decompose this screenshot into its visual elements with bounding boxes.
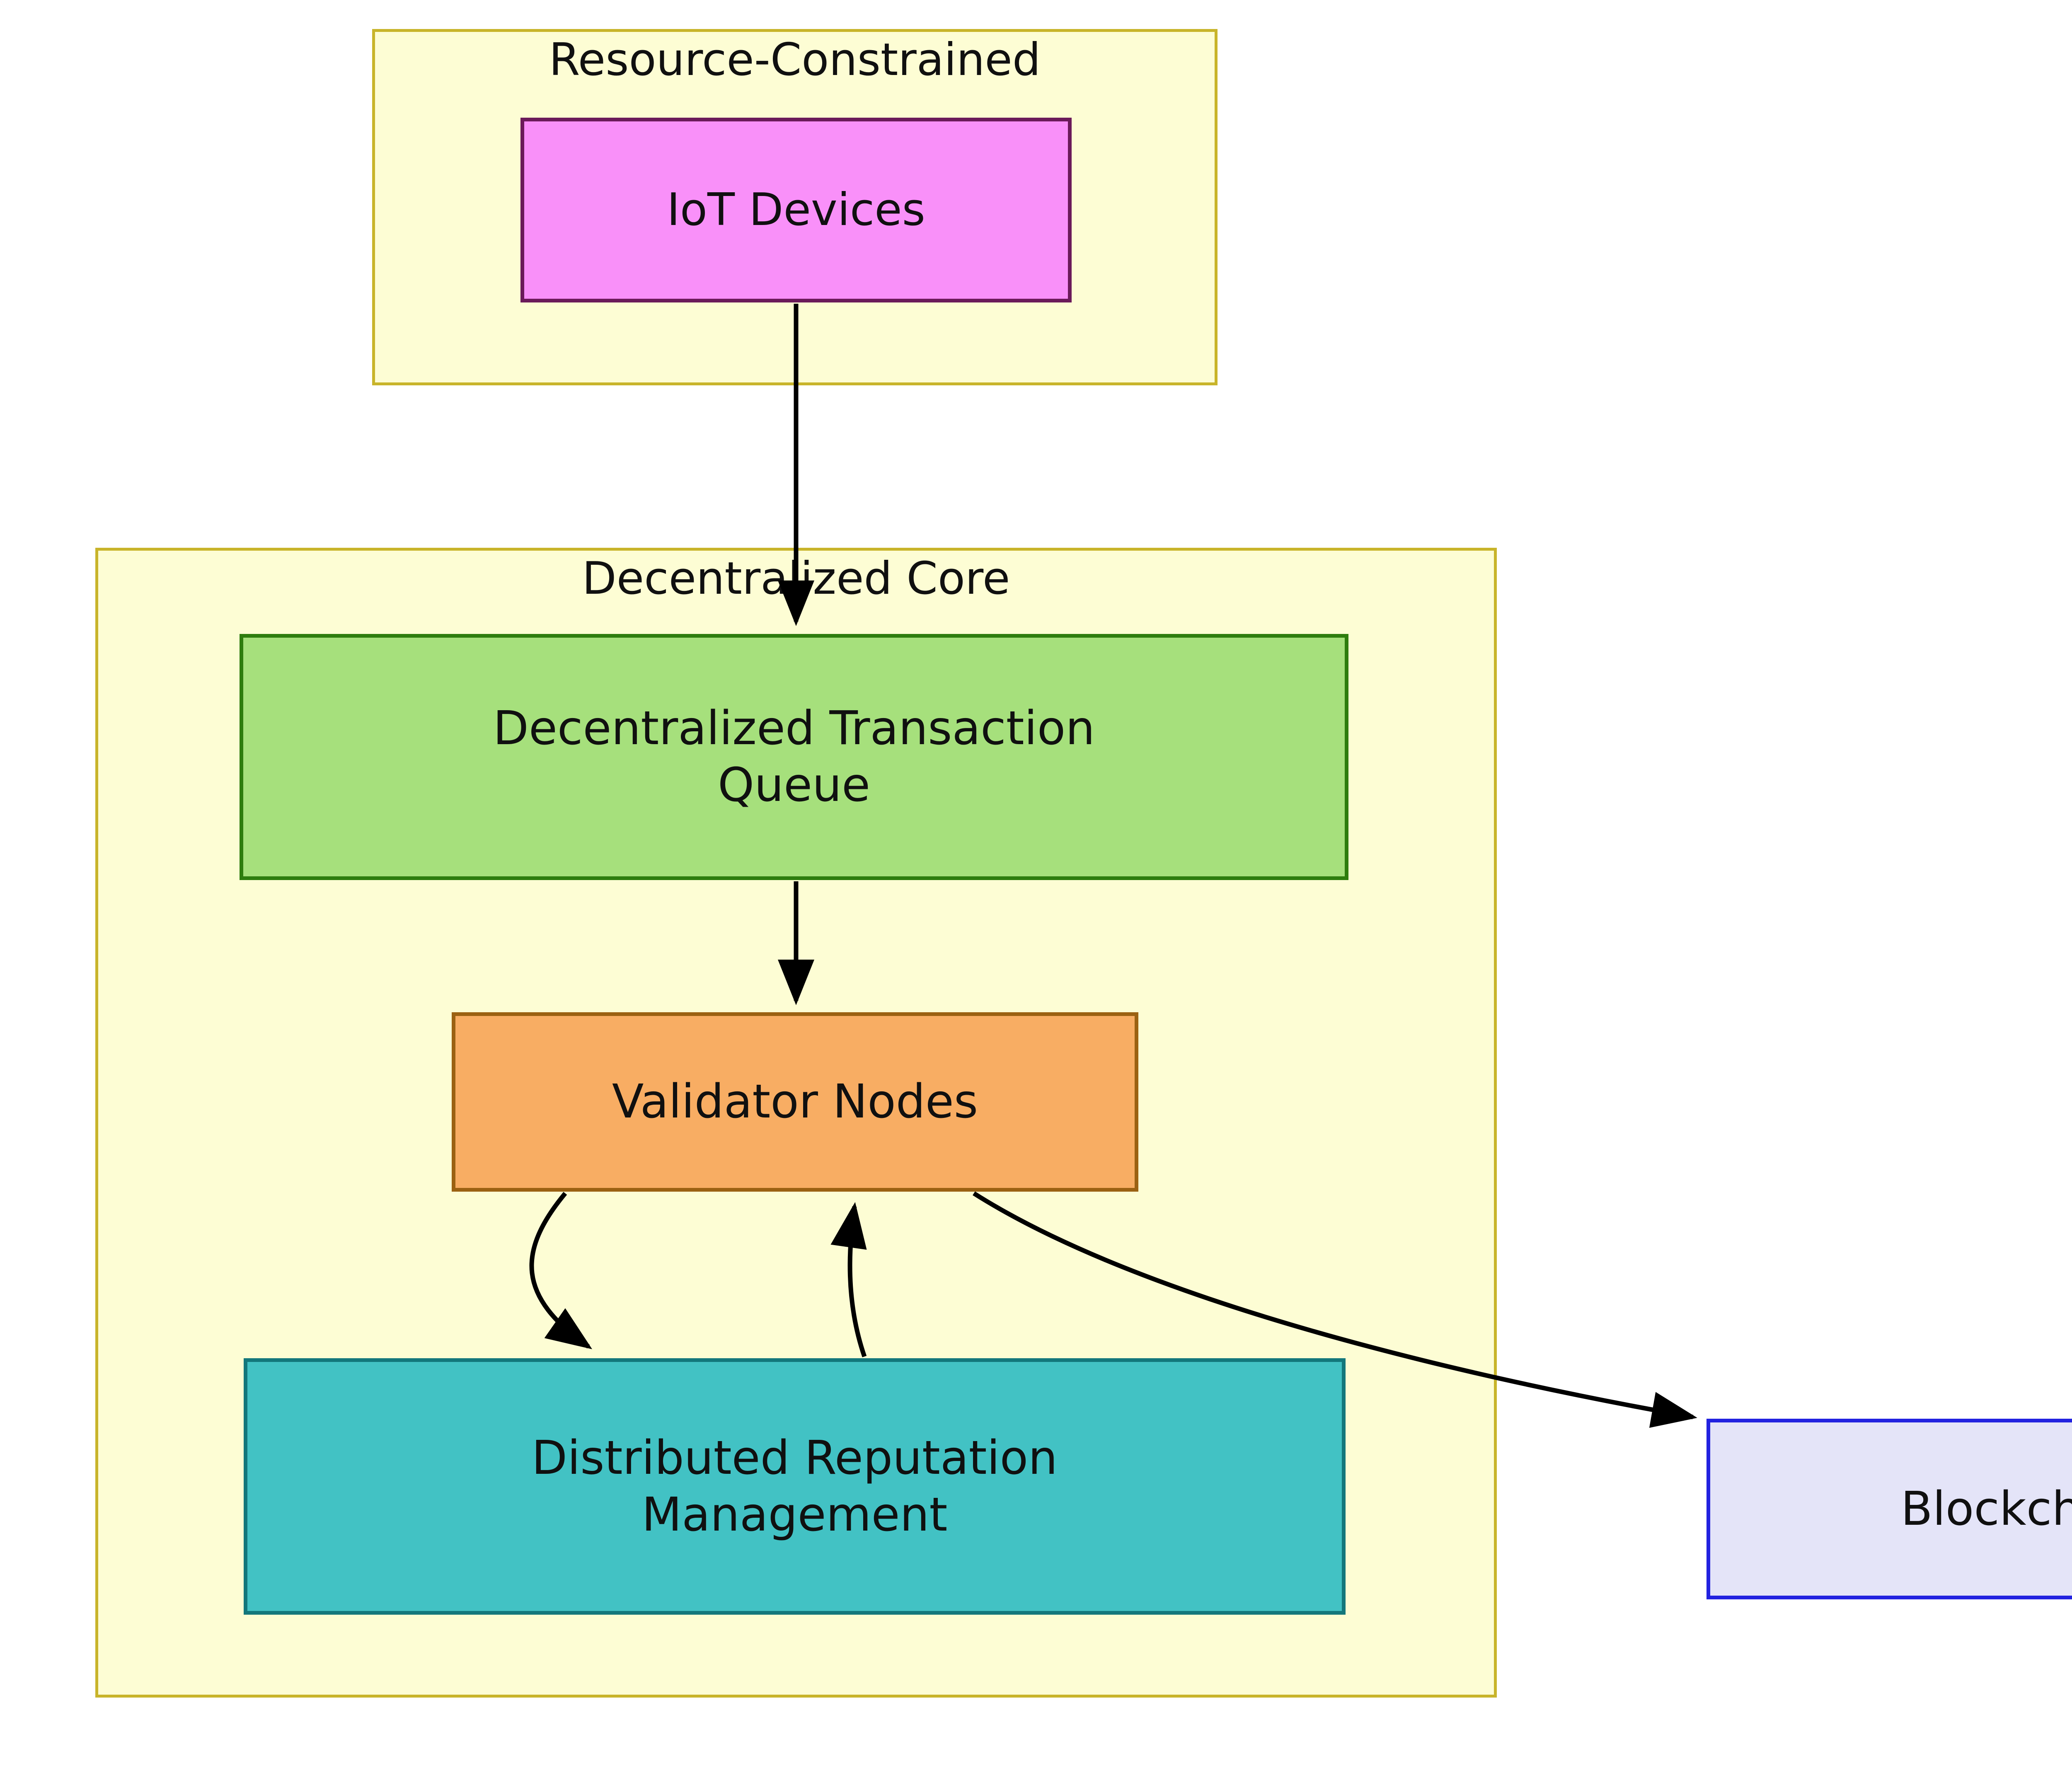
node-iot-devices[interactable]: IoT Devices: [520, 118, 1072, 302]
node-reputation-management-label: Distributed Reputation Management: [531, 1431, 1058, 1542]
cluster-decentralized-core-label: Decentralized Core: [582, 553, 1010, 605]
node-validator-nodes[interactable]: Validator Nodes: [452, 1012, 1138, 1192]
node-reputation-management[interactable]: Distributed Reputation Management: [244, 1358, 1346, 1615]
node-transaction-queue[interactable]: Decentralized Transaction Queue: [240, 634, 1348, 880]
node-iot-devices-label: IoT Devices: [667, 184, 925, 236]
node-blockchain-ledger[interactable]: Blockchain Ledger: [1706, 1419, 2072, 1599]
cluster-resource-constrained-label: Resource-Constrained: [549, 34, 1041, 86]
node-validator-nodes-label: Validator Nodes: [612, 1075, 978, 1129]
node-transaction-queue-label: Decentralized Transaction Queue: [493, 701, 1095, 812]
node-blockchain-ledger-label: Blockchain Ledger: [1900, 1482, 2072, 1536]
